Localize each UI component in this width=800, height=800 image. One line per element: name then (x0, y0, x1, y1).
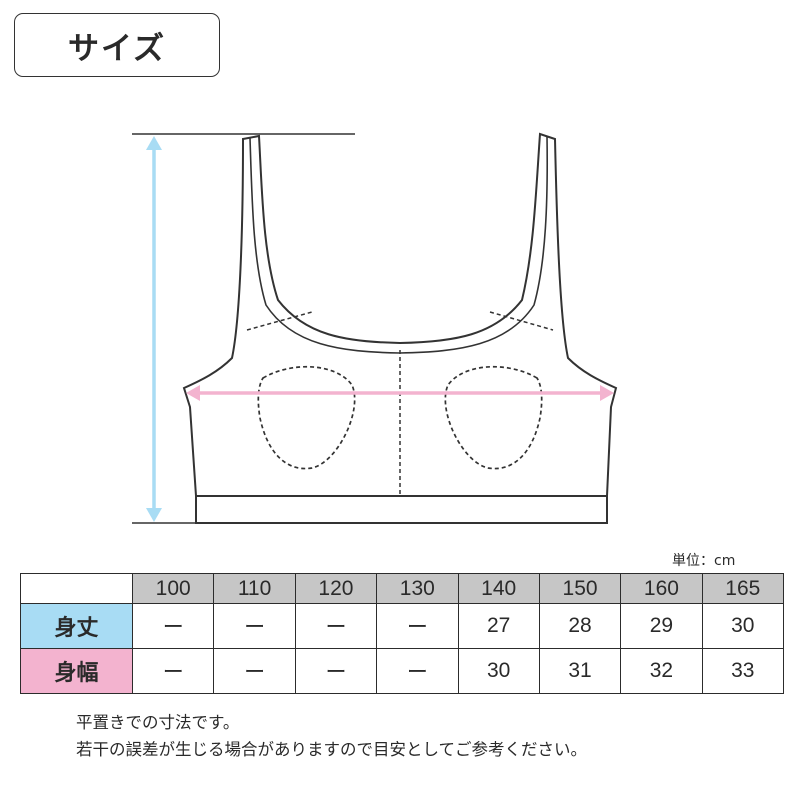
table-cell: ー (131, 603, 215, 649)
table-cell: 30 (457, 648, 540, 694)
width-arrowhead-left (186, 385, 200, 401)
table-cell: ー (294, 603, 378, 649)
length-arrowhead-bottom (146, 508, 162, 522)
size-header-cell: 160 (620, 573, 703, 604)
size-header-cell: 140 (457, 573, 540, 604)
table-cell: 33 (701, 648, 785, 694)
size-table: 100 110 120 130 140 150 160 165 身丈 ー ー ー… (20, 573, 785, 694)
title-box: サイズ (14, 13, 220, 77)
note-line-1: 平置きでの寸法です。 (76, 713, 240, 732)
width-arrowhead-right (600, 385, 614, 401)
pad-left-outline (257, 365, 356, 470)
table-corner-cell (20, 573, 133, 604)
table-row-length: 身丈 ー ー ー ー 27 28 29 30 (20, 603, 785, 649)
table-cell: 28 (538, 603, 622, 649)
size-header-cell: 130 (376, 573, 459, 604)
size-header-cell: 100 (131, 573, 215, 604)
length-arrowhead-top (146, 136, 162, 150)
table-cell: 32 (620, 648, 703, 694)
table-cell: ー (131, 648, 215, 694)
side-stitch-right (489, 311, 554, 331)
size-header-cell: 165 (701, 573, 785, 604)
table-cell: ー (376, 603, 459, 649)
table-cell: ー (376, 648, 459, 694)
table-row-width: 身幅 ー ー ー ー 30 31 32 33 (20, 648, 785, 694)
table-cell: 29 (620, 603, 703, 649)
bottom-band (195, 495, 608, 524)
table-cell: 30 (701, 603, 785, 649)
garment-diagram (132, 132, 618, 524)
row-label-length: 身丈 (20, 603, 133, 649)
note-line-2: 若干の誤差が生じる場合がありますので目安としてご参考ください。 (76, 740, 588, 759)
size-header-cell: 120 (294, 573, 378, 604)
side-stitch-left (246, 311, 313, 331)
pad-right-outline (444, 365, 543, 470)
table-cell: ー (213, 648, 296, 694)
row-label-width: 身幅 (20, 648, 133, 694)
table-cell: ー (294, 648, 378, 694)
size-header-row: 100 110 120 130 140 150 160 165 (20, 573, 785, 604)
table-cell: ー (213, 603, 296, 649)
table-cell: 31 (538, 648, 622, 694)
unit-label: 単位：cm (672, 553, 736, 569)
size-header-cell: 150 (538, 573, 622, 604)
page-title: サイズ (67, 30, 167, 67)
table-cell: 27 (457, 603, 540, 649)
size-header-cell: 110 (213, 573, 296, 604)
